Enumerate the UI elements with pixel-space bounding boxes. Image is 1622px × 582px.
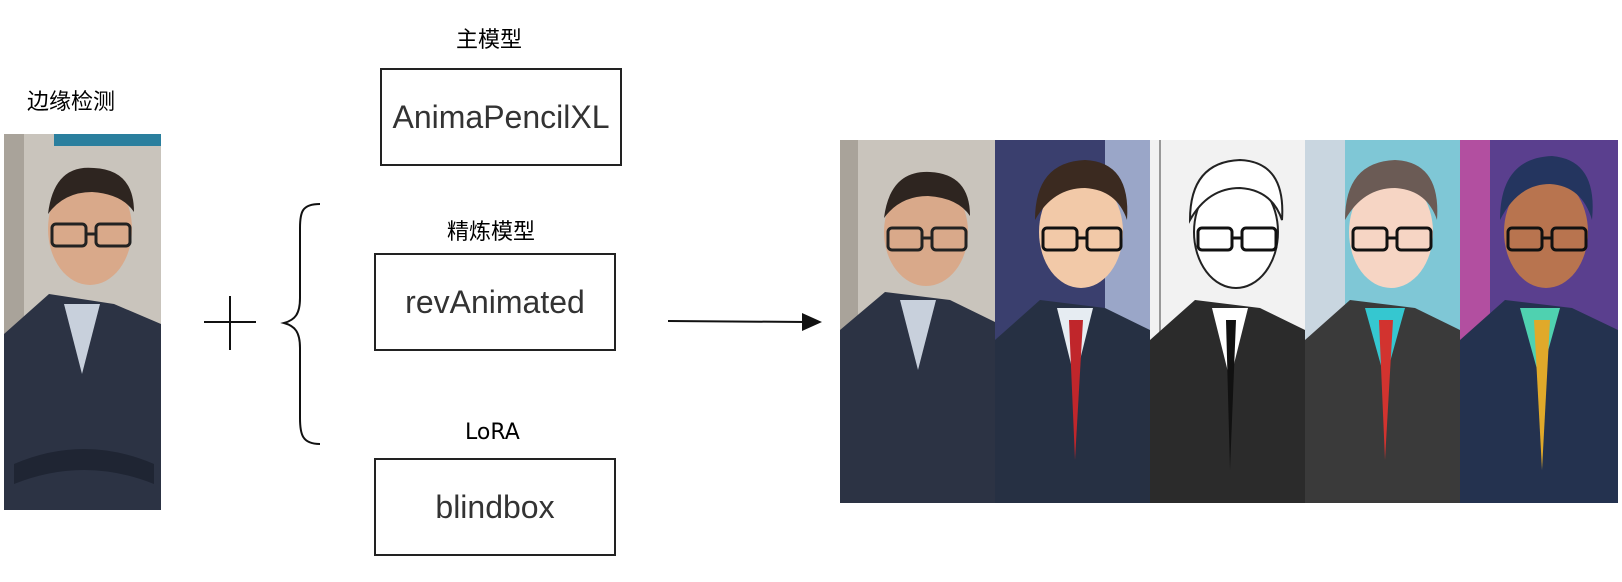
output-image-anime — [995, 140, 1150, 503]
lora-box: blindbox — [374, 458, 616, 556]
output-image-sketch — [1150, 140, 1305, 503]
lora-name: blindbox — [435, 488, 555, 525]
arrow-right-icon — [667, 313, 822, 331]
output-image-photo — [840, 140, 995, 503]
main-model-name: AnimaPencilXL — [392, 98, 610, 135]
edge-detection-label: 边缘检测 — [27, 90, 116, 115]
main-model-box: AnimaPencilXL — [380, 68, 622, 166]
lora-label: LoRA — [465, 420, 520, 445]
curly-brace — [280, 203, 321, 445]
output-image-pastel — [1305, 140, 1460, 503]
input-photo — [4, 134, 161, 510]
refiner-model-box: revAnimated — [374, 253, 616, 351]
main-model-label: 主模型 — [456, 28, 523, 53]
plus-icon — [204, 296, 256, 350]
output-image-3d — [1460, 140, 1618, 503]
output-image-strip — [840, 140, 1618, 503]
refiner-model-name: revAnimated — [405, 283, 585, 320]
refiner-model-label: 精炼模型 — [447, 220, 536, 245]
